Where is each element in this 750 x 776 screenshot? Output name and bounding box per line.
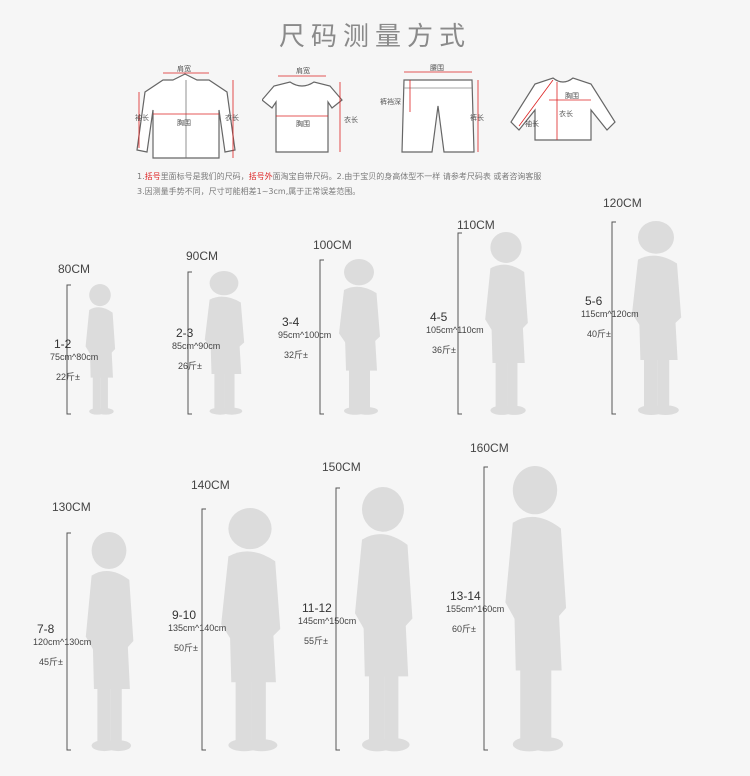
range-label-3: 105cm^110cm [426,325,484,335]
shirt-shoulder-label: 肩宽 [177,64,191,73]
child-silhouette-4 [632,221,682,415]
raglan-chest-label: 胸围 [565,91,579,100]
range-label-0: 75cm^80cm [50,352,99,362]
weight-label-0: 22斤± [56,372,80,382]
child-silhouette-2 [339,259,380,415]
weight-label-2: 32斤± [284,350,308,360]
height-bracket-5 [66,532,71,751]
shirt-sleeve-label: 袖长 [135,113,149,122]
age-label-1: 2-3 [176,326,194,340]
shirt-diagram: 肩宽 胸围 衣长 袖长 [135,64,239,159]
height-label-1: 90CM [186,249,219,263]
age-label-5: 7-8 [37,622,55,636]
weight-label-6: 50斤± [174,643,198,653]
range-label-4: 115cm^120cm [581,309,639,319]
weight-label-5: 45斤± [39,657,63,667]
child-silhouette-8 [505,466,567,752]
range-label-5: 120cm^130cm [33,637,92,647]
raglan-sleeve-label: 袖长 [525,119,539,128]
height-bracket-1 [187,271,192,415]
shorts-waist-label: 腰围 [430,64,444,72]
shorts-diagram: 腰围 裤裆深 裤长 [380,64,484,153]
height-bracket-4 [611,221,616,415]
height-bracket-3 [457,232,462,415]
child-silhouette-7 [355,487,413,752]
height-label-0: 80CM [58,262,91,276]
child-silhouette-6 [221,508,281,752]
range-label-6: 135cm^140cm [168,623,227,633]
child-silhouette-0 [85,284,116,415]
height-label-4: 120CM [603,196,642,210]
age-label-4: 5-6 [585,294,603,308]
weight-label-1: 26斤± [178,361,202,371]
tshirt-shoulder-label: 肩宽 [296,66,310,75]
height-bracket-7 [335,487,340,751]
height-label-7: 150CM [322,460,361,474]
shorts-rise-label: 裤裆深 [380,97,401,106]
age-label-0: 1-2 [54,337,72,351]
raglan-length-label: 衣长 [559,109,573,118]
tshirt-diagram: 肩宽 胸围 衣长 [262,66,358,153]
page-title: 尺码测量方式 [278,22,471,52]
age-label-8: 13-14 [450,589,481,603]
range-label-1: 85cm^90cm [172,341,221,351]
child-silhouette-1 [204,271,245,415]
height-bracket-2 [319,259,324,415]
age-label-3: 4-5 [430,310,448,324]
shorts-length-label: 裤长 [470,113,484,122]
shirt-length-label: 衣长 [225,113,239,122]
range-label-8: 155cm^160cm [446,604,505,614]
child-silhouette-5 [85,532,134,752]
height-label-5: 130CM [52,500,91,514]
weight-label-8: 60斤± [452,624,476,634]
age-label-6: 9-10 [172,608,197,622]
note-line-2: 3.因测量手势不同，尺寸可能相差1~3cm,属于正常误差范围。 [137,187,361,196]
age-label-2: 3-4 [282,315,300,329]
weight-label-7: 55斤± [304,636,328,646]
weight-label-3: 36斤± [432,345,456,355]
note-line-1: 1.括号里面标号是我们的尺码，括号外面淘宝自带尺码。2.由于宝贝的身高体型不一样… [137,172,542,181]
height-label-6: 140CM [191,478,230,492]
height-bracket-6 [201,508,206,751]
height-label-3: 110CM [457,218,495,232]
height-bracket-8 [483,466,488,751]
child-silhouette-3 [485,232,528,415]
shirt-chest-label: 胸围 [177,118,191,127]
weight-label-4: 40斤± [587,329,611,339]
tshirt-chest-label: 胸围 [296,119,310,128]
tshirt-length-label: 衣长 [344,115,358,124]
garment-diagrams: 肩宽 胸围 衣长 袖长 肩宽 胸围 衣长 腰围 裤裆深 裤长 胸围 衣长 袖长 [0,60,750,170]
raglan-diagram: 胸围 衣长 袖长 [510,77,616,141]
height-bracket-0 [66,284,71,415]
range-label-7: 145cm^150cm [298,616,357,626]
age-label-7: 11-12 [302,601,332,615]
range-label-2: 95cm^100cm [278,330,332,340]
height-label-8: 160CM [470,441,509,455]
height-label-2: 100CM [313,238,352,252]
